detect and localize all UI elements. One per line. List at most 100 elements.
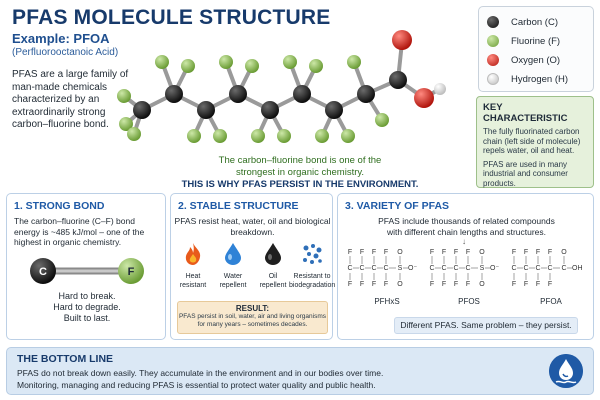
- legend-label: Oxygen (O): [511, 54, 561, 66]
- atom-f-label: F: [128, 266, 135, 278]
- fluorine-label: F: [548, 281, 552, 288]
- fluorine-label: F: [384, 249, 388, 256]
- atom-legend: Carbon (C) Fluorine (F) Oxygen (O) Hydro…: [478, 6, 594, 92]
- result-title: RESULT:: [235, 304, 270, 313]
- legend-label: Hydrogen (H): [511, 73, 569, 85]
- structure-name-pfos: PFOS: [458, 297, 480, 306]
- fluorine-label: F: [430, 249, 434, 256]
- structure-name-pfoa: PFOA: [540, 297, 562, 306]
- fluorine-label: F: [466, 249, 470, 256]
- result-text-2: for many years – sometimes decades.: [197, 321, 308, 328]
- variety-panel: 3. VARIETY OF PFAS PFAS include thousand…: [337, 193, 594, 340]
- carbon-label: C: [523, 265, 528, 272]
- variety-banner: Different PFAS. Same problem – they pers…: [394, 317, 578, 334]
- legend-label: Carbon (C): [511, 16, 558, 28]
- oxygen-label: O: [479, 281, 485, 288]
- carbon-label: C: [547, 265, 552, 272]
- fluorine-label: F: [536, 249, 540, 256]
- fluorine-label: F: [442, 249, 446, 256]
- variety-text-line-1: PFAS include thousands of related compou…: [378, 216, 555, 226]
- fluorine-label: F: [430, 281, 434, 288]
- tail-atom-label: C: [561, 265, 566, 272]
- fluorine-label: F: [524, 249, 528, 256]
- key-characteristic-text-2: PFAS are used in many industrial and con…: [483, 159, 568, 188]
- bottom-line-box: THE BOTTOM LINE PFAS do not break down e…: [6, 347, 594, 395]
- key-characteristic-title: KEY CHARACTERISTIC: [483, 102, 568, 124]
- carbon-label: C: [441, 265, 446, 272]
- water-drop-icon: [549, 354, 583, 388]
- carbon-label: C: [429, 265, 434, 272]
- fluorine-label: F: [524, 281, 528, 288]
- down-arrow-icon: ↓: [462, 237, 466, 246]
- outcome-line: Built to last.: [63, 313, 111, 323]
- oxygen-label: O: [397, 281, 403, 288]
- tail-atom-label: S: [480, 265, 485, 272]
- fluorine-label: F: [536, 281, 540, 288]
- carbon-label: C: [347, 265, 352, 272]
- panel-title: 2. STABLE STRUCTURE: [178, 200, 299, 212]
- strong-bond-panel: 1. STRONG BOND The carbon–fluorine (C–F)…: [6, 193, 166, 340]
- fluorine-label: F: [348, 281, 352, 288]
- carbon-label: C: [383, 265, 388, 272]
- fluorine-label: F: [348, 249, 352, 256]
- persist-note: THIS IS WHY PFAS PERSIST IN THE ENVIRONM…: [181, 179, 419, 190]
- panel-title: 3. VARIETY OF PFAS: [345, 200, 450, 212]
- example-heading: Example: PFOA: [12, 31, 110, 46]
- key-characteristic-text: The fully fluorinated carbon chain (left…: [483, 127, 581, 155]
- outcome-line: Hard to break.: [58, 291, 116, 301]
- bottom-line-title: THE BOTTOM LINE: [17, 353, 114, 365]
- water-drop-icon: [225, 243, 241, 265]
- carbon-label: C: [453, 265, 458, 272]
- bond-energy-text: The carbon–fluorine (C–F) bond energy is…: [14, 216, 145, 247]
- stable-structure-panel: 2. STABLE STRUCTURE PFAS resist heat, wa…: [170, 193, 335, 340]
- fluorine-label: F: [360, 281, 364, 288]
- result-box: RESULT: PFAS persist in soil, water, air…: [177, 301, 328, 334]
- flame-icon: [185, 243, 201, 265]
- fluorine-label: F: [454, 249, 458, 256]
- oxygen-label: O: [397, 249, 403, 256]
- end-group-label: OH: [572, 265, 583, 272]
- cf-bond-illustration: C F: [30, 258, 144, 284]
- fluorine-dot-icon: [487, 35, 499, 47]
- fluorine-label: F: [372, 281, 376, 288]
- example-subtitle: (Perfluorooctanoic Acid): [12, 47, 119, 58]
- carbon-fluorine-note: The carbon–fluorine bond is one of the s…: [150, 155, 450, 179]
- fluorine-label: F: [360, 249, 364, 256]
- outcome-line: Hard to degrade.: [53, 302, 121, 312]
- fluorine-label: F: [442, 281, 446, 288]
- tail-atom-label: S: [398, 265, 403, 272]
- carbon-label: C: [371, 265, 376, 272]
- variety-text-line-2: with different chain lengths and structu…: [386, 226, 547, 237]
- key-characteristic-box: KEY CHARACTERISTIC The fully fluorinated…: [476, 96, 594, 188]
- legend-item-fluorine: Fluorine (F): [487, 32, 560, 50]
- fluorine-label: F: [372, 249, 376, 256]
- variety-text: PFAS include thousands of related compou…: [348, 216, 585, 237]
- page-title: PFAS MOLECULE STRUCTURE: [12, 6, 331, 29]
- result-text: PFAS persist in soil, water, air and liv…: [178, 313, 327, 320]
- legend-item-hydrogen: Hydrogen (H): [487, 70, 568, 88]
- bottom-line-text-1: PFAS do not break down easily. They accu…: [17, 368, 384, 378]
- carbon-label: C: [535, 265, 540, 272]
- fluorine-label: F: [548, 249, 552, 256]
- carbon-note-line-1: The carbon–fluorine bond is one of the: [218, 155, 382, 166]
- bottom-line-text-2: Monitoring, managing and reducing PFAS i…: [17, 380, 376, 390]
- fluorine-label: F: [466, 281, 470, 288]
- intro-text: PFAS are a large family of man-made chem…: [12, 69, 129, 130]
- atom-c-label: C: [39, 266, 47, 278]
- panel-title: 1. STRONG BOND: [14, 200, 105, 212]
- fluorine-label: F: [454, 281, 458, 288]
- end-group-label: O⁻: [408, 265, 417, 272]
